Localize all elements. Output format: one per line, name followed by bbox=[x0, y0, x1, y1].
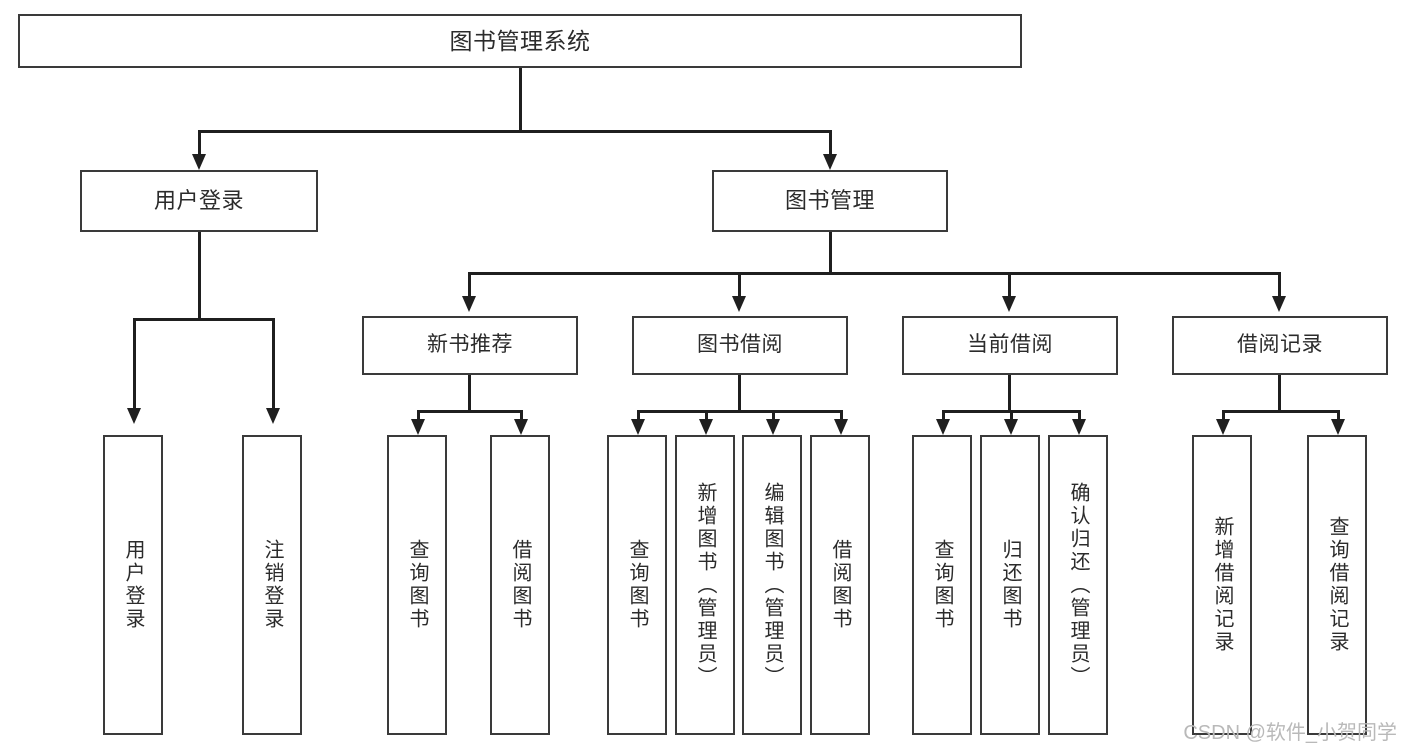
connector-new-book-recommend-stem bbox=[468, 375, 471, 410]
node-label: 用户登录 bbox=[122, 539, 144, 631]
leaf-query-borrow-record[interactable]: 查询借阅记录 bbox=[1307, 435, 1367, 735]
node-label: 图书借阅 bbox=[697, 333, 783, 357]
connector-book-management-bus bbox=[468, 272, 1280, 275]
csdn-watermark: CSDN @软件_小贺同学 bbox=[1183, 722, 1397, 744]
leaf-borrow-book-nbr[interactable]: 借阅图书 bbox=[490, 435, 550, 735]
node-current-borrow[interactable]: 当前借阅 bbox=[902, 316, 1118, 375]
node-borrow-record[interactable]: 借阅记录 bbox=[1172, 316, 1388, 375]
arrow-to-borrow-record bbox=[1272, 296, 1286, 312]
connector-current-borrow-stem bbox=[1008, 375, 1011, 410]
node-label: 新书推荐 bbox=[427, 333, 513, 357]
connector-borrow-record-bus bbox=[1222, 410, 1339, 413]
connector-br-leaf2 bbox=[1337, 410, 1340, 422]
arrow-to-new-book-recommend bbox=[462, 296, 476, 312]
arrow-to-br-leaf2 bbox=[1331, 419, 1345, 435]
connector-cb-leaf3 bbox=[1078, 410, 1081, 422]
leaf-user-login[interactable]: 用户登录 bbox=[103, 435, 163, 735]
node-label: 查询图书 bbox=[931, 539, 953, 631]
arrow-to-bb-leaf3 bbox=[766, 419, 780, 435]
arrow-to-current-borrow bbox=[1002, 296, 1016, 312]
node-label: 用户登录 bbox=[153, 188, 244, 214]
connector-bb-leaf3 bbox=[772, 410, 775, 422]
connector-bb-leaf2 bbox=[705, 410, 708, 422]
node-book-borrow[interactable]: 图书借阅 bbox=[632, 316, 848, 375]
node-new-book-recommend[interactable]: 新书推荐 bbox=[362, 316, 578, 375]
arrow-to-br-leaf1 bbox=[1216, 419, 1230, 435]
connector-cb-leaf1 bbox=[942, 410, 945, 422]
node-label: 查询图书 bbox=[626, 539, 648, 631]
node-label: 归还图书 bbox=[999, 539, 1021, 631]
leaf-add-borrow-record[interactable]: 新增借阅记录 bbox=[1192, 435, 1252, 735]
node-root-book-management-system[interactable]: 图书管理系统 bbox=[18, 14, 1022, 68]
connector-root-bus bbox=[198, 130, 832, 133]
arrow-to-bb-leaf4 bbox=[834, 419, 848, 435]
node-label: 图书管理系统 bbox=[449, 27, 591, 54]
node-label: 当前借阅 bbox=[967, 333, 1053, 357]
node-label: 图书管理 bbox=[784, 188, 875, 214]
arrow-to-cb-leaf1 bbox=[936, 419, 950, 435]
connector-root-stem bbox=[519, 68, 522, 130]
connector-nbr-leaf2 bbox=[520, 410, 523, 422]
node-label: 借阅图书 bbox=[829, 539, 851, 631]
connector-user-login-stem bbox=[198, 232, 201, 318]
connector-root-to-book-management bbox=[829, 130, 832, 156]
connector-book-borrow-bus bbox=[637, 410, 843, 413]
leaf-edit-book-admin[interactable]: 编辑图书（管理员） bbox=[742, 435, 802, 735]
node-label: 确认归还（管理员） bbox=[1067, 481, 1089, 689]
connector-nbr-leaf1 bbox=[417, 410, 420, 422]
connector-root-to-user-login bbox=[198, 130, 201, 156]
arrow-to-book-borrow bbox=[732, 296, 746, 312]
node-label: 借阅图书 bbox=[509, 539, 531, 631]
connector-cb-leaf2 bbox=[1010, 410, 1013, 422]
leaf-return-book[interactable]: 归还图书 bbox=[980, 435, 1040, 735]
leaf-logout[interactable]: 注销登录 bbox=[242, 435, 302, 735]
arrow-to-logout-leaf bbox=[266, 408, 280, 424]
arrow-to-cb-leaf3 bbox=[1072, 419, 1086, 435]
connector-book-borrow-stem bbox=[738, 375, 741, 410]
connector-to-current-borrow bbox=[1008, 272, 1011, 298]
node-label: 注销登录 bbox=[261, 539, 283, 631]
connector-bb-leaf4 bbox=[840, 410, 843, 422]
node-book-management[interactable]: 图书管理 bbox=[712, 170, 948, 232]
node-label: 借阅记录 bbox=[1237, 333, 1323, 357]
connector-book-management-stem bbox=[829, 232, 832, 272]
arrow-to-book-management bbox=[823, 154, 837, 170]
arrow-to-bb-leaf1 bbox=[631, 419, 645, 435]
leaf-query-book-nbr[interactable]: 查询图书 bbox=[387, 435, 447, 735]
connector-borrow-record-stem bbox=[1278, 375, 1281, 410]
leaf-add-book-admin[interactable]: 新增图书（管理员） bbox=[675, 435, 735, 735]
node-label: 查询借阅记录 bbox=[1326, 516, 1348, 654]
connector-user-login-leaf2 bbox=[272, 318, 275, 410]
node-label: 新增图书（管理员） bbox=[694, 481, 716, 689]
arrow-to-user-login-leaf bbox=[127, 408, 141, 424]
connector-to-book-borrow bbox=[738, 272, 741, 298]
node-label: 编辑图书（管理员） bbox=[761, 481, 783, 689]
arrow-to-nbr-leaf1 bbox=[411, 419, 425, 435]
leaf-query-book-cb[interactable]: 查询图书 bbox=[912, 435, 972, 735]
node-label: 查询图书 bbox=[406, 539, 428, 631]
connector-new-book-recommend-bus bbox=[417, 410, 523, 413]
connector-user-login-bus bbox=[133, 318, 274, 321]
arrow-to-nbr-leaf2 bbox=[514, 419, 528, 435]
node-user-login[interactable]: 用户登录 bbox=[80, 170, 318, 232]
node-label: 新增借阅记录 bbox=[1211, 516, 1233, 654]
arrow-to-bb-leaf2 bbox=[699, 419, 713, 435]
connector-bb-leaf1 bbox=[637, 410, 640, 422]
leaf-query-book-bb[interactable]: 查询图书 bbox=[607, 435, 667, 735]
leaf-confirm-return-admin[interactable]: 确认归还（管理员） bbox=[1048, 435, 1108, 735]
connector-br-leaf1 bbox=[1222, 410, 1225, 422]
connector-to-borrow-record bbox=[1278, 272, 1281, 298]
connector-to-new-book-recommend bbox=[468, 272, 471, 298]
arrow-to-user-login bbox=[192, 154, 206, 170]
leaf-borrow-book-bb[interactable]: 借阅图书 bbox=[810, 435, 870, 735]
arrow-to-cb-leaf2 bbox=[1004, 419, 1018, 435]
connector-user-login-leaf1 bbox=[133, 318, 136, 410]
